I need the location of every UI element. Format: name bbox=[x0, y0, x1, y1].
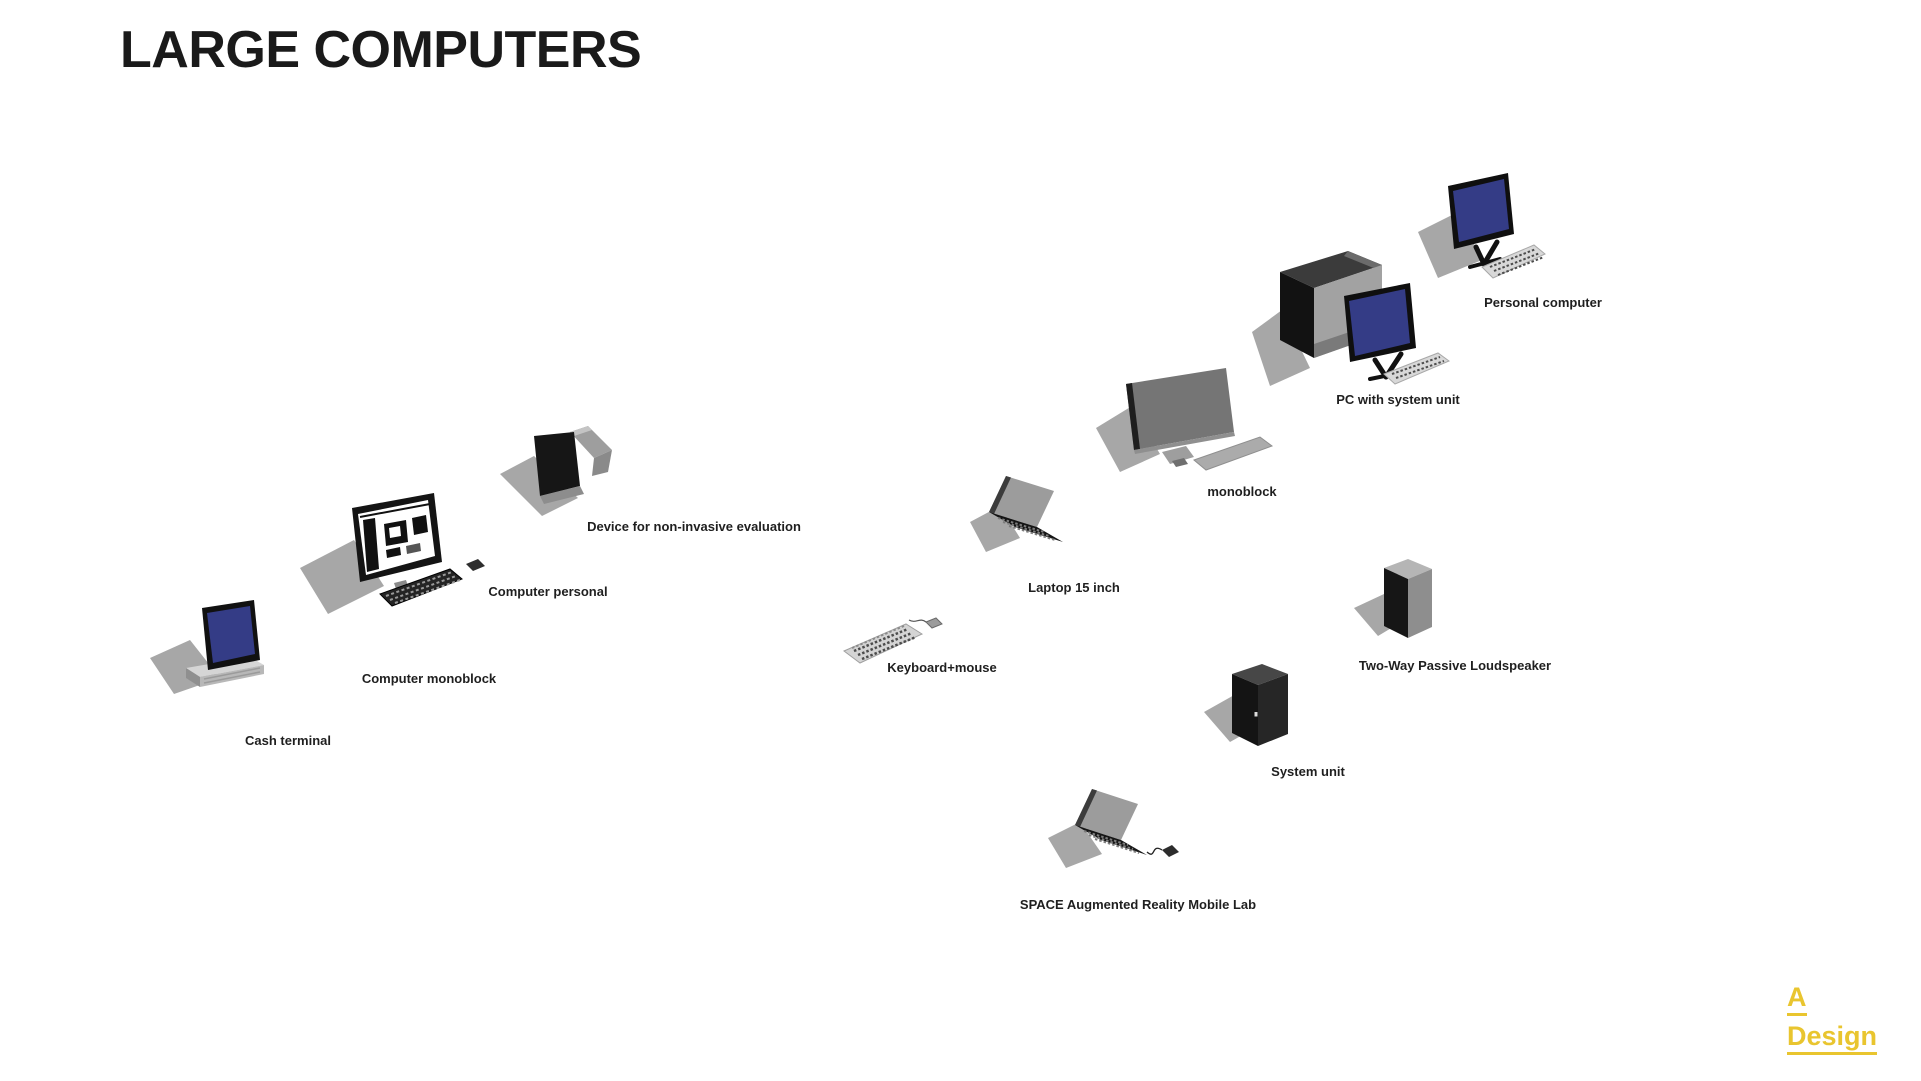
logo-line-design: Design bbox=[1787, 1023, 1878, 1055]
system-unit-label: System unit bbox=[1271, 764, 1345, 779]
space-ar-mobile-lab-icon bbox=[1048, 789, 1179, 868]
logo-line-a: A bbox=[1787, 984, 1807, 1016]
page-title: LARGE COMPUTERS bbox=[120, 21, 642, 79]
computer-personal-icon bbox=[300, 493, 485, 614]
device-non-invasive-label: Device for non-invasive evaluation bbox=[587, 519, 801, 534]
personal-computer-icon bbox=[1418, 173, 1546, 279]
monoblock-label: monoblock bbox=[1207, 484, 1277, 499]
system-unit-icon bbox=[1204, 664, 1288, 746]
space-ar-mobile-lab-label: SPACE Augmented Reality Mobile Lab bbox=[1019, 897, 1257, 912]
pc-with-system-unit-label: PC with system unit bbox=[1336, 392, 1460, 407]
a-design-logo-link[interactable]: A Design bbox=[1787, 984, 1878, 1055]
keyboard-mouse-icon bbox=[843, 617, 943, 664]
cash-terminal-label: Cash terminal bbox=[245, 733, 331, 748]
personal-computer-label: Personal computer bbox=[1484, 295, 1602, 310]
laptop-15-inch-icon bbox=[970, 476, 1063, 552]
computer-personal-label: Computer personal bbox=[488, 584, 608, 599]
pc-with-system-unit-icon bbox=[1252, 251, 1451, 386]
monoblock-icon bbox=[1096, 368, 1274, 472]
laptop-15-inch-label: Laptop 15 inch bbox=[1028, 580, 1120, 595]
computer-monoblock-label: Computer monoblock bbox=[361, 671, 497, 686]
loudspeaker-label: Two-Way Passive Loudspeaker bbox=[1358, 658, 1552, 673]
loudspeaker-icon bbox=[1354, 559, 1432, 638]
keyboard-mouse-label: Keyboard+mouse bbox=[887, 660, 997, 675]
device-non-invasive-icon bbox=[500, 426, 612, 516]
cash-terminal-icon bbox=[150, 600, 264, 694]
